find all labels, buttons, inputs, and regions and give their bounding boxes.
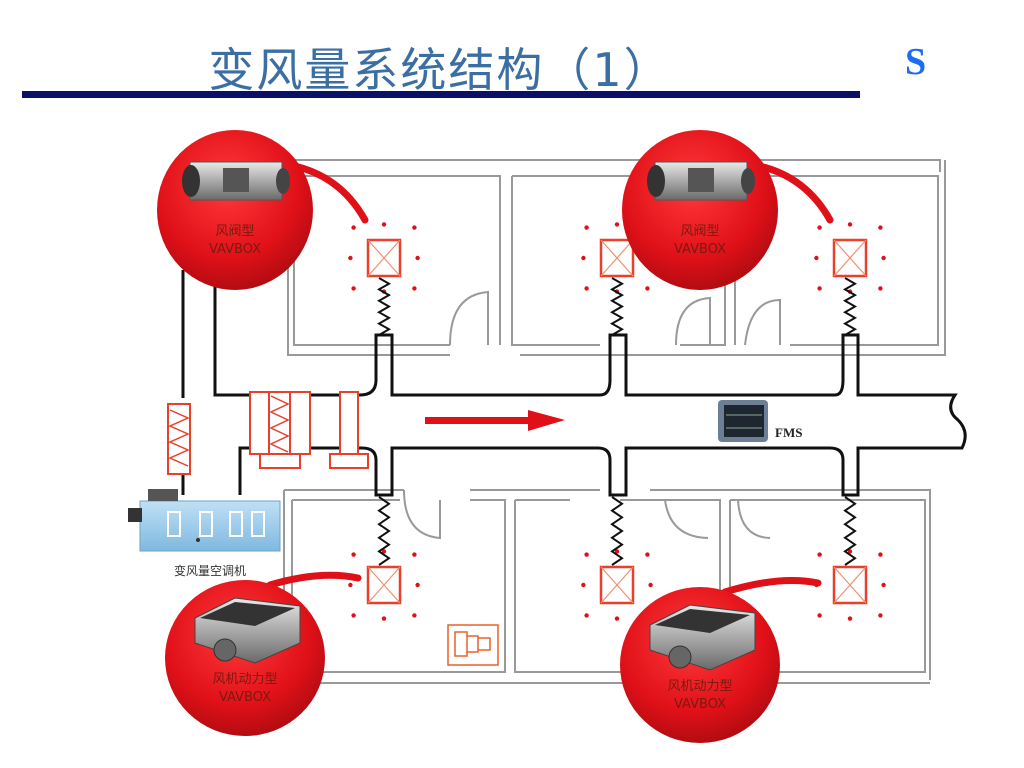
air-arrow-icon — [412, 552, 417, 557]
vav-callouts: 风阀型 VAVBOX 风阀型 VAVBOX 风机动力型 VAVBOX 风机动力型 VAVBOX — [157, 130, 834, 743]
ceiling-diffuser-icon — [348, 222, 420, 336]
corner-mark: S — [905, 41, 927, 83]
air-arrow-icon — [412, 286, 417, 291]
air-arrow-icon — [412, 225, 417, 230]
air-arrow-icon — [415, 255, 420, 261]
air-arrow-icon — [348, 582, 353, 588]
air-arrow-icon — [847, 549, 853, 554]
air-arrow-icon — [817, 552, 822, 557]
air-arrow-icon — [584, 286, 589, 291]
air-arrow-icon — [381, 616, 387, 621]
lower-outer-wall — [283, 489, 931, 684]
thermostat-icon — [447, 624, 499, 666]
air-arrow-icon — [878, 286, 883, 291]
silencer — [339, 391, 359, 455]
air-arrow-icon — [847, 616, 853, 621]
fan-box-icon — [194, 597, 301, 664]
air-arrow-icon — [614, 222, 620, 227]
air-arrow-icon — [412, 613, 417, 618]
air-arrow-icon — [878, 552, 883, 557]
air-arrow-icon — [584, 613, 589, 618]
flex-duct — [843, 496, 857, 566]
vavbox-type-label: 风机动力型 — [667, 679, 732, 694]
air-arrow-icon — [351, 225, 356, 230]
air-arrow-icon — [817, 286, 822, 291]
air-arrow-icon — [381, 222, 387, 227]
door-6 — [737, 499, 771, 539]
damper-vavbox-callout: 风阀型 VAVBOX — [622, 130, 834, 290]
air-arrow-icon — [814, 255, 819, 261]
air-arrow-icon — [817, 225, 822, 230]
ceiling-diffuser-icon — [814, 496, 886, 621]
door-4 — [403, 489, 441, 540]
air-arrow-icon — [847, 222, 853, 227]
vavbox-type-label: 风机动力型 — [212, 672, 277, 687]
fms-label: FMS — [775, 425, 802, 440]
damper-box-icon — [647, 161, 755, 201]
air-arrow-icon — [881, 255, 886, 261]
door-2 — [675, 296, 711, 346]
air-arrow-icon — [645, 286, 650, 291]
airflow-arrow-icon — [425, 410, 565, 431]
diffusers — [348, 222, 886, 621]
air-arrow-icon — [614, 616, 620, 621]
damper-box-icon — [182, 161, 290, 201]
vavbox-label: VAVBOX — [674, 242, 726, 257]
ceiling-diffuser-icon — [581, 496, 653, 621]
damper-vavbox-callout: 风阀型 VAVBOX — [157, 130, 369, 290]
air-arrow-icon — [878, 225, 883, 230]
ahu-label: 变风量空调机 — [174, 563, 246, 578]
fan-powered-vavbox-callout: 风机动力型 VAVBOX — [165, 571, 362, 736]
vavbox-type-label: 风阀型 — [680, 224, 719, 239]
fan-box-icon — [649, 604, 756, 671]
air-arrow-icon — [351, 286, 356, 291]
ceiling-diffuser-icon — [814, 222, 886, 336]
fms-icon: FMS — [718, 400, 802, 442]
ceiling-diffuser-icon — [348, 496, 420, 621]
flex-duct — [610, 496, 624, 566]
air-arrow-icon — [584, 552, 589, 557]
air-arrow-icon — [351, 552, 356, 557]
air-arrow-icon — [381, 549, 387, 554]
door-5 — [664, 499, 709, 539]
vavbox-type-label: 风阀型 — [215, 224, 254, 239]
air-arrow-icon — [351, 613, 356, 618]
title-underline — [22, 91, 860, 98]
air-arrow-icon — [348, 255, 353, 261]
door-1 — [449, 290, 489, 346]
air-arrow-icon — [817, 613, 822, 618]
door-3 — [744, 298, 781, 346]
page-title: 变风量系统结构（1） — [208, 43, 672, 97]
vavbox-label: VAVBOX — [209, 242, 261, 257]
flex-duct — [842, 277, 858, 336]
air-arrow-icon — [415, 582, 420, 588]
air-arrow-icon — [584, 225, 589, 230]
air-arrow-icon — [581, 582, 586, 588]
air-arrow-icon — [881, 582, 886, 588]
ahu-sections — [167, 391, 369, 475]
fan-powered-vavbox-callout: 风机动力型 VAVBOX — [620, 576, 822, 743]
ahu-icon: 变风量空调机 — [128, 489, 281, 578]
air-arrow-icon — [878, 613, 883, 618]
flex-duct — [609, 277, 625, 336]
air-arrow-icon — [648, 582, 653, 588]
air-arrow-icon — [581, 255, 586, 261]
vavbox-label: VAVBOX — [674, 697, 726, 712]
vavbox-label: VAVBOX — [219, 690, 271, 705]
air-arrow-icon — [614, 549, 620, 554]
flex-duct — [376, 277, 392, 336]
flex-duct — [377, 496, 391, 566]
air-arrow-icon — [645, 552, 650, 557]
